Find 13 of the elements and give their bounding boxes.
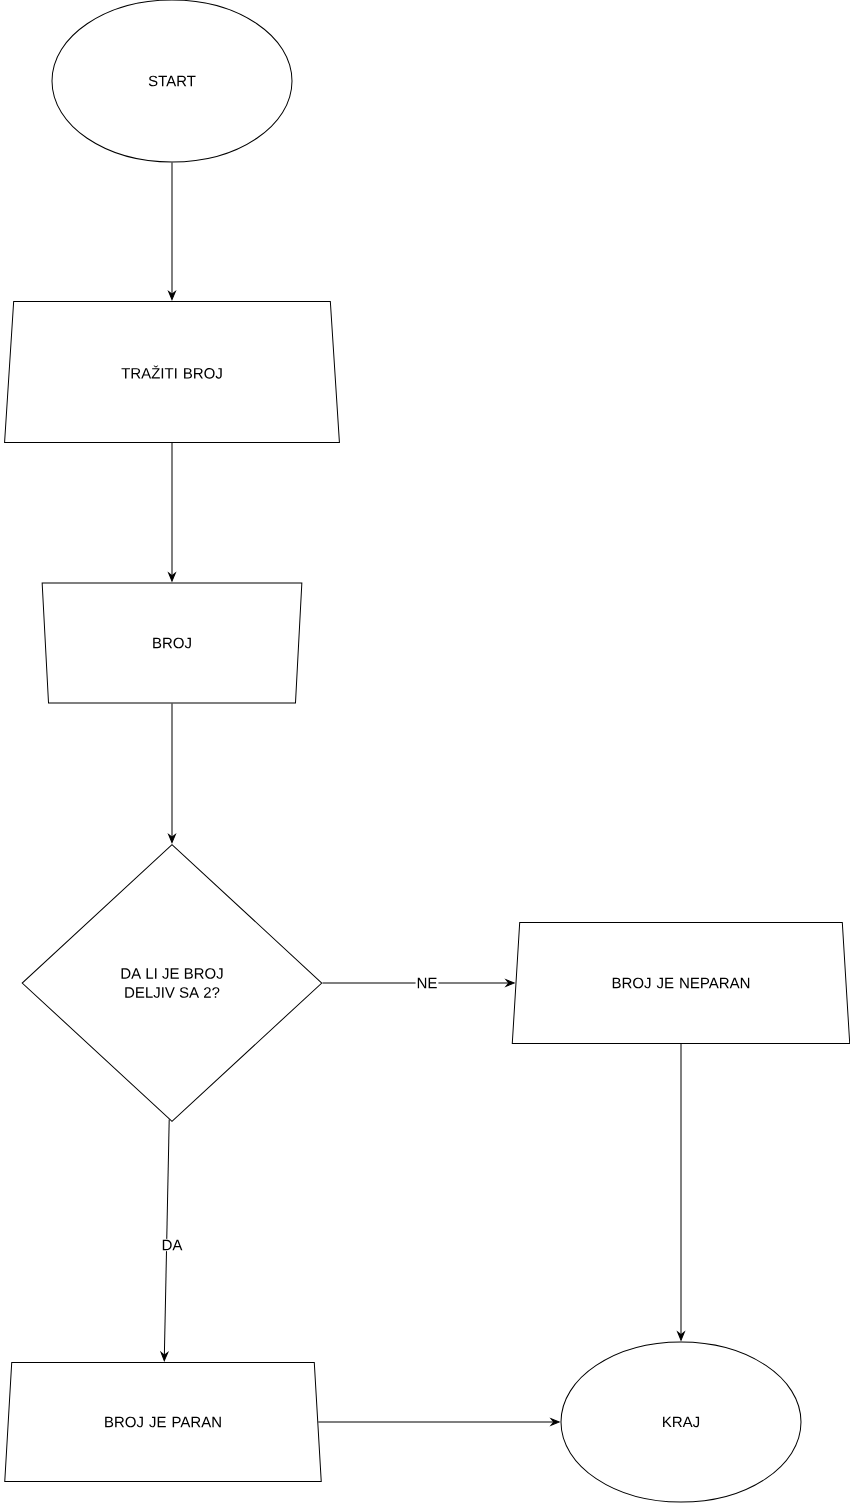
manual-input-trapezoid: BROJ JE NEPARAN <box>511 922 850 1044</box>
arrow <box>677 1043 685 1341</box>
arrow <box>168 703 176 844</box>
manual-input-trapezoid: BROJ JE PARAN <box>4 1362 322 1482</box>
edge-label: NE <box>415 976 439 990</box>
arrow <box>160 1118 170 1362</box>
manual-input-trapezoid: TRAŽITI BROJ <box>4 301 340 443</box>
arrow <box>168 162 176 301</box>
edge-label: DA <box>160 1238 184 1252</box>
arrow <box>317 1418 560 1426</box>
arrow <box>168 442 176 582</box>
manual-operation-trapezoid: BROJ <box>41 582 303 704</box>
arrow <box>322 979 515 987</box>
